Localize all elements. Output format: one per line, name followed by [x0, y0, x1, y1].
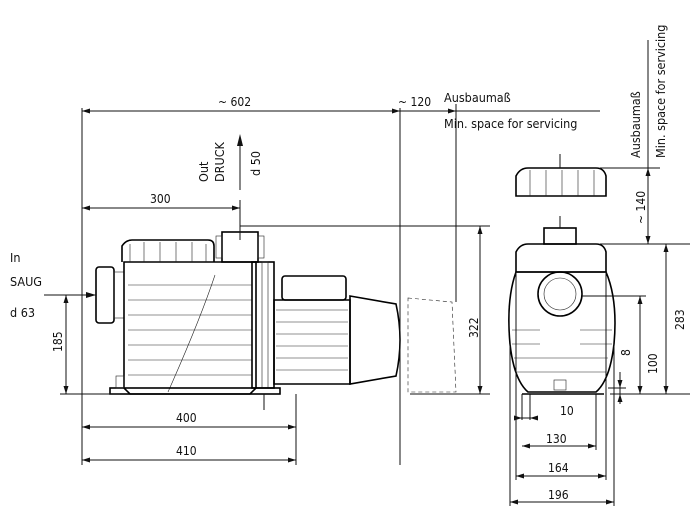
min-space-label: Min. space for servicing	[444, 116, 577, 131]
dim-140: ~ 140	[634, 191, 648, 224]
dim-400: 400	[176, 411, 197, 425]
dim-410: 410	[176, 444, 197, 458]
dim-8: 8	[619, 349, 633, 356]
side-view	[95, 224, 457, 410]
dim-300: 300	[150, 192, 171, 206]
dim-185: 185	[51, 331, 65, 352]
dim-130: 130	[546, 432, 567, 446]
dim-120: ~ 120	[398, 95, 431, 109]
labels: Ausbaumaß Min. space for servicing Ausba…	[10, 25, 687, 502]
dim-100: 100	[646, 353, 660, 374]
in-label: In	[10, 250, 20, 265]
min-space-vertical-label: Min. space for servicing	[653, 25, 668, 158]
dim-10: 10	[560, 404, 574, 418]
side-view-dimensions	[44, 104, 600, 465]
ausbaumass-vertical-label: Ausbaumaß	[628, 91, 643, 158]
dim-164: 164	[548, 461, 569, 475]
out-label: Out	[196, 161, 211, 182]
dim-322: 322	[467, 317, 481, 338]
dim-196: 196	[548, 488, 569, 502]
dim-283: 283	[673, 309, 687, 330]
d50-label: d 50	[248, 151, 263, 176]
druck-label: DRUCK	[212, 141, 227, 182]
front-view	[508, 154, 616, 395]
dim-602: ~ 602	[218, 95, 251, 109]
ausbaumass-label: Ausbaumaß	[444, 90, 511, 105]
front-view-dimensions	[509, 40, 690, 506]
d63-label: d 63	[10, 305, 35, 320]
saug-label: SAUG	[10, 274, 42, 289]
